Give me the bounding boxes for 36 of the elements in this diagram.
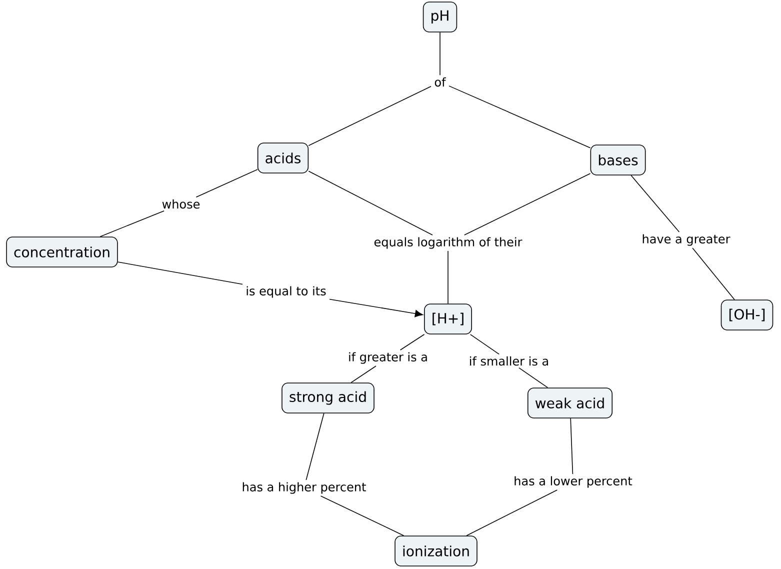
linking-phrase: whose xyxy=(162,199,200,209)
connector-line xyxy=(570,418,574,474)
linking-phrase: of xyxy=(434,77,446,87)
connector-line xyxy=(466,490,558,536)
concept-box: strong acid xyxy=(282,382,374,414)
connector-line xyxy=(350,366,376,383)
linking-phrase: if smaller is a xyxy=(470,356,548,366)
connector-line xyxy=(308,86,432,146)
arrow xyxy=(329,298,424,318)
linking-phrase: equals logarithm of their xyxy=(374,237,522,249)
concept-box: acids xyxy=(257,142,309,174)
connector-line xyxy=(630,175,680,232)
concept-box: weak acid xyxy=(527,388,613,418)
connector-line xyxy=(470,334,500,355)
connector-line xyxy=(196,169,258,198)
connector-line xyxy=(100,210,164,237)
connector-line xyxy=(448,86,591,148)
connector-line xyxy=(320,496,404,536)
concept-box: [H+] xyxy=(424,304,472,334)
concept-box: ionization xyxy=(394,536,478,566)
connector-line xyxy=(464,173,591,236)
connector-line xyxy=(308,170,433,236)
connector-line xyxy=(692,248,735,300)
concept-box: [OH-] xyxy=(720,300,774,330)
linking-phrase: has a lower percent xyxy=(514,476,632,488)
concept-box: bases xyxy=(590,144,646,176)
connector-line xyxy=(518,367,548,388)
connector-line xyxy=(400,334,425,350)
linking-phrase: have a greater xyxy=(642,234,730,246)
connector-line xyxy=(306,413,324,480)
connector-line xyxy=(118,262,243,285)
linking-phrase: is equal to its xyxy=(246,286,326,298)
linking-phrase: if greater is a xyxy=(349,352,427,364)
linking-phrase: has a higher percent xyxy=(242,482,366,494)
concept-box: concentration xyxy=(6,236,118,268)
concept-box: pH xyxy=(422,2,458,32)
